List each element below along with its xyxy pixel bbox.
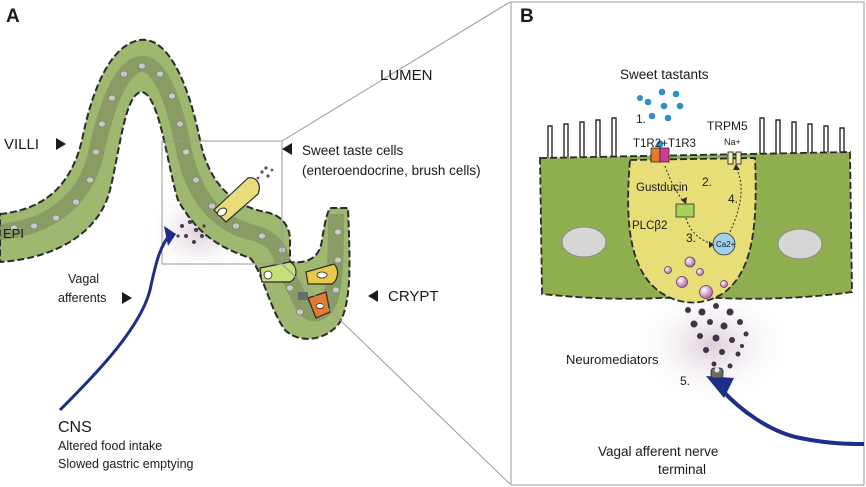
calcium-label: Ca2+ [716,240,736,249]
zoom-line-top [281,1,511,142]
step-4-label: 4. [728,192,738,206]
lumen-label: LUMEN [380,67,433,84]
sweet-taste-cells-label: Sweet taste cells [302,143,404,158]
microvilli [547,117,845,158]
crypt-label: CRYPT [388,288,439,305]
epithelial-nuclei [10,62,342,316]
neuromediator-dots-a [176,220,206,244]
vagal-terminal-b [706,376,734,398]
sweet-cells-arrow [282,143,292,155]
panel-b: B [510,1,865,486]
vagal-afferent-fiber [58,230,174,412]
step-5-label: 5. [680,374,690,388]
panel-a: A [0,1,511,485]
vagal-terminal-label-line2: terminal [658,462,706,477]
trpm5-channel [727,151,742,165]
sweet-tastant-molecules [637,88,684,122]
signal-pathway-arrows [664,165,742,245]
step-1-label: 1. [636,112,646,126]
zoom-box [161,140,283,265]
villi-label: VILLI [4,136,39,153]
neuromediator-particles [685,303,749,369]
vagal-arrow [122,292,132,304]
secretory-vesicles [664,256,728,299]
sweet-taste-cells-sublabel: (enteroendocrine, brush cells) [302,163,481,178]
crypt-arrow [368,290,378,302]
vagal-terminal-a [164,226,176,246]
cns-effect-food-intake: Altered food intake [58,439,162,453]
neuromediators-label: Neuromediators [566,352,659,367]
vagal-terminal-label-line1: Vagal afferent nerve [598,444,718,459]
epi-label: EPI [3,226,24,241]
crypt-taste-cells [259,261,339,319]
secretory-dots [256,166,274,180]
vagal-afferent-nerve [720,388,865,446]
trpm5-label: TRPM5 [707,119,748,133]
zoom-line-bottom [281,263,511,485]
cns-effect-gastric: Slowed gastric emptying [58,457,194,471]
vagal-label-line2: afferents [58,291,106,305]
neuromediator-halo-b [630,283,794,407]
panel-b-letter: B [520,6,534,27]
panel-a-letter: A [6,6,20,27]
t1r2-t1r3-receptor [650,140,670,163]
receptor-label: T1R2+T1R3 [633,138,696,150]
plc-beta2-label: PLCβ2 [632,220,667,232]
neighbor-nucleus-left [561,226,607,258]
vagal-label-line1: Vagal [68,272,99,286]
step-2-label: 2. [702,175,712,189]
gustducin-label: Gustducin [636,182,688,194]
cns-label: CNS [58,419,92,436]
sodium-label: Na+ [724,137,741,147]
sweet-taste-cell-villus [213,166,274,223]
panel-b-frame [510,1,865,486]
pathway-arrowheads [681,164,740,248]
step-3-label: 3. [686,231,696,245]
neighbor-nucleus-right [777,228,823,260]
plc-beta2-enzyme [675,203,695,218]
receptor-on-terminal [710,367,724,379]
sweet-tastants-label: Sweet tastants [620,67,709,82]
villi-arrow [56,138,66,150]
calcium-ion [712,232,736,256]
